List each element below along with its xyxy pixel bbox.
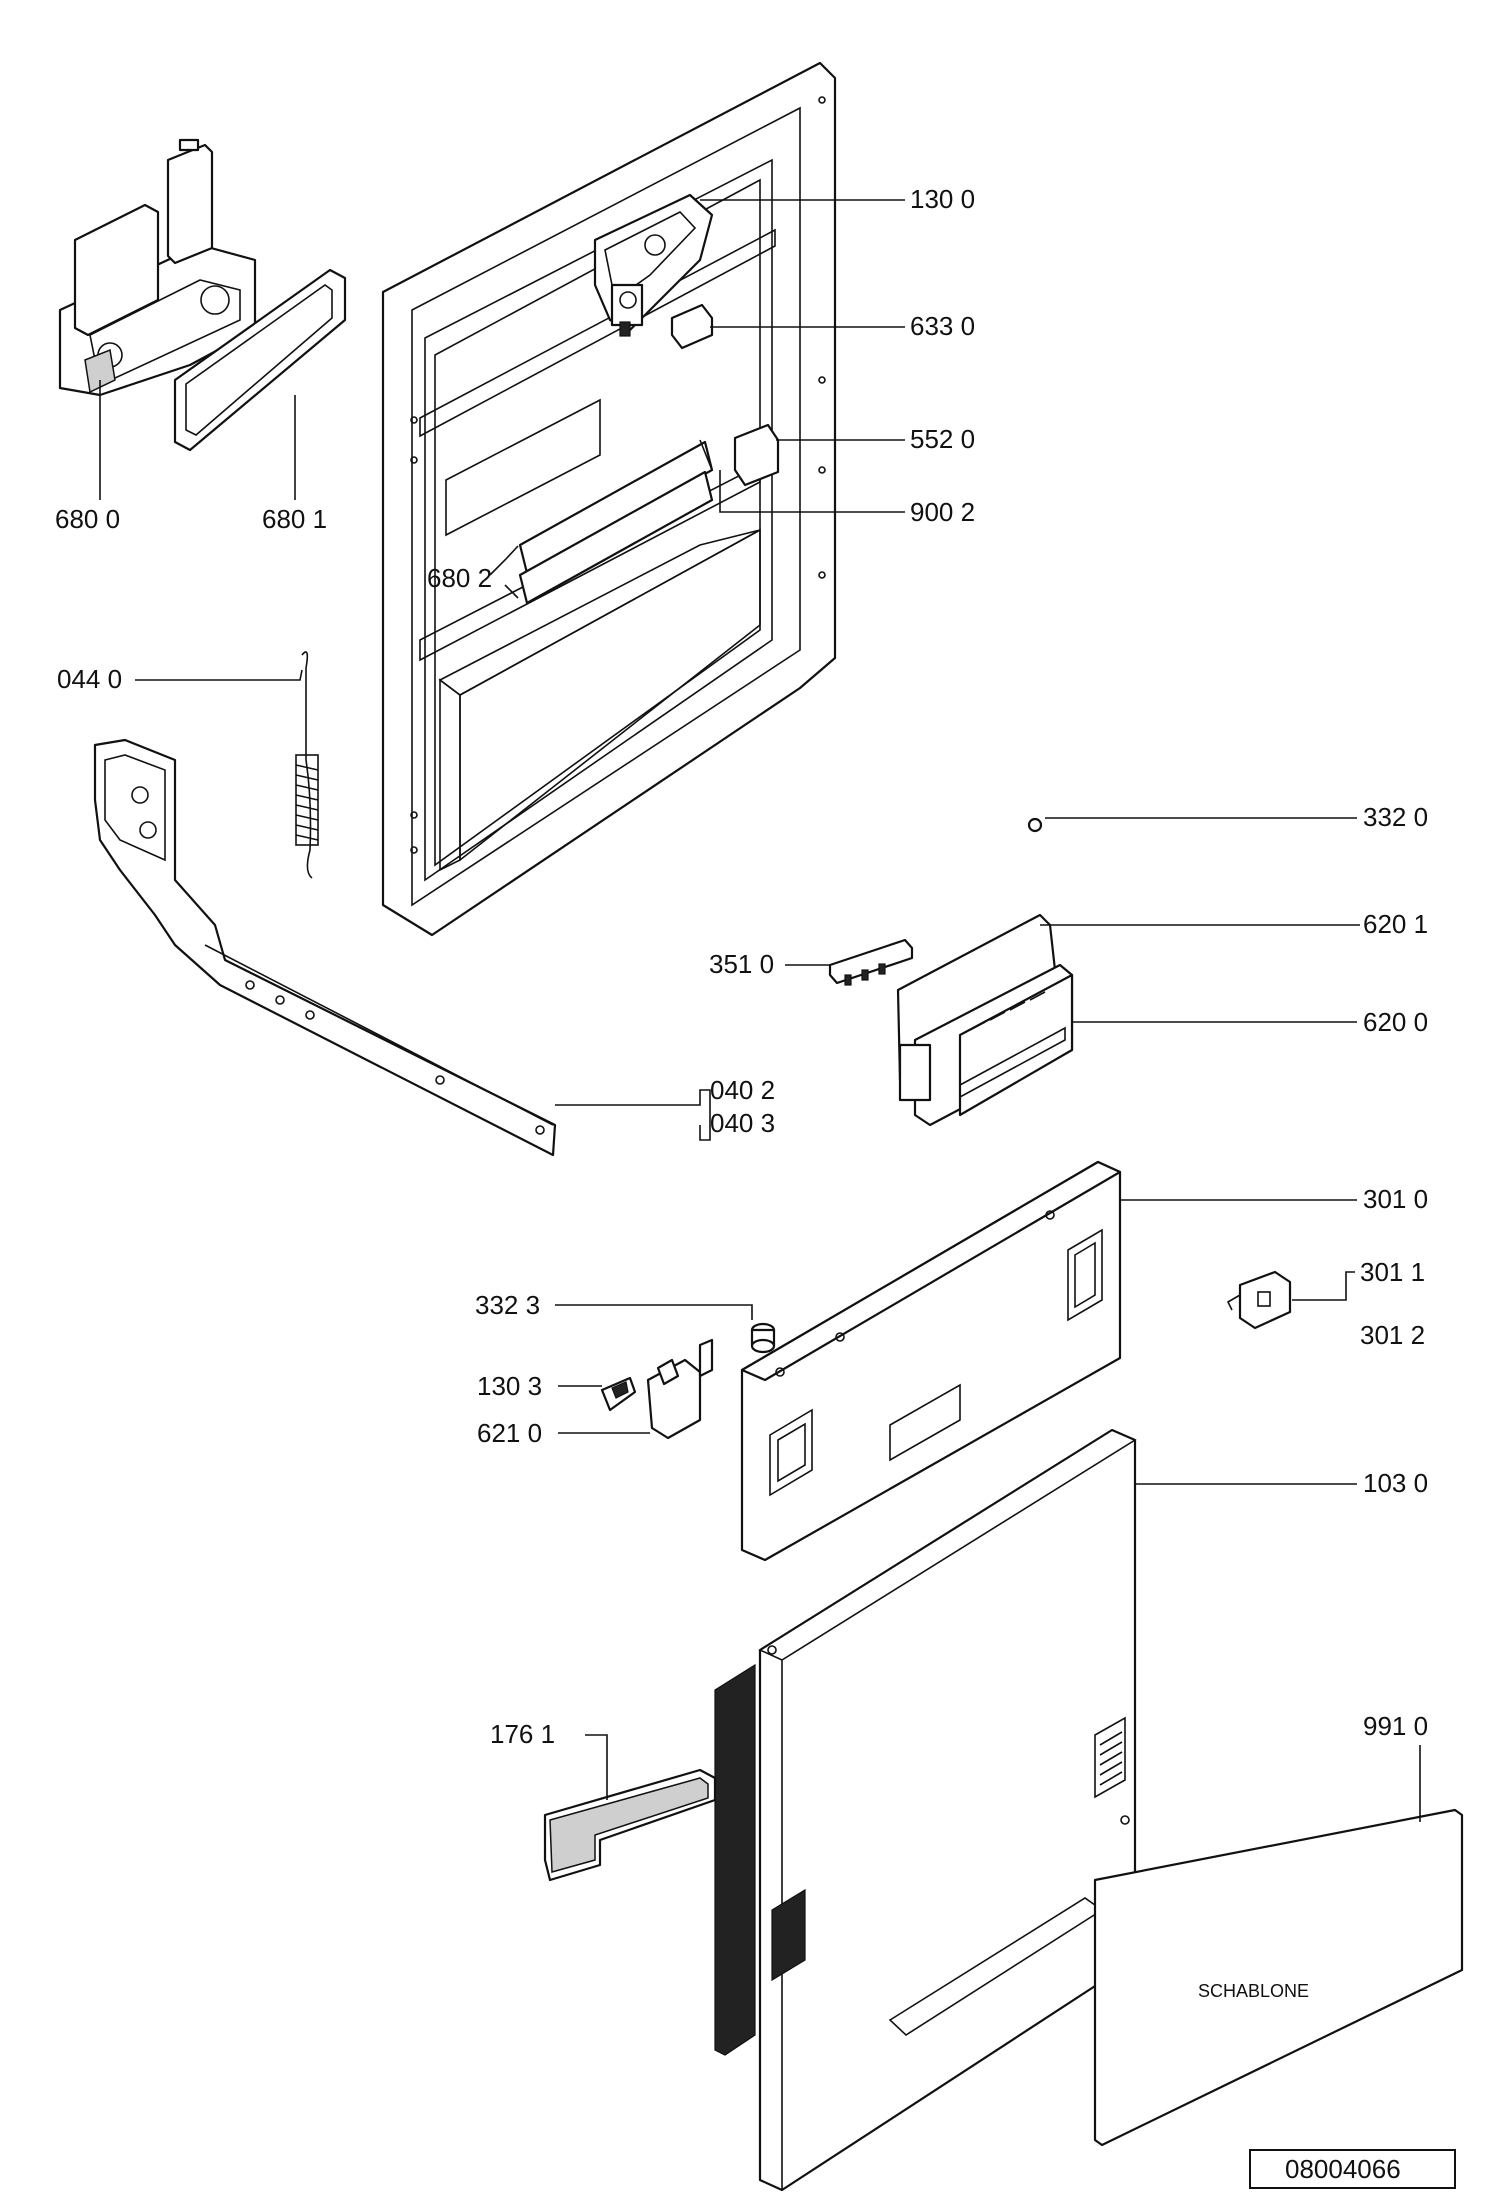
callout-044-0: 044 0 bbox=[57, 664, 122, 694]
bracket-part bbox=[518, 423, 780, 605]
switch-part bbox=[600, 1338, 714, 1440]
gasket-part bbox=[173, 268, 347, 452]
callout-680-1: 680 1 bbox=[262, 504, 327, 534]
callout-040-2: 040 2 bbox=[710, 1075, 775, 1105]
insulation-foam-part bbox=[543, 1768, 717, 1882]
callout-301-0: 301 0 bbox=[1363, 1184, 1428, 1214]
callout-900-2: 900 2 bbox=[910, 497, 975, 527]
control-panel-part bbox=[740, 1160, 1122, 1562]
callout-680-2: 680 2 bbox=[427, 563, 492, 593]
callout-040-3: 040 3 bbox=[710, 1108, 775, 1138]
callout-621-0: 621 0 bbox=[477, 1418, 542, 1448]
spring-part bbox=[295, 651, 319, 879]
callout-130-3: 130 3 bbox=[477, 1371, 542, 1401]
callout-351-0: 351 0 bbox=[709, 949, 774, 979]
outer-door-panel-part bbox=[758, 1428, 1137, 2192]
callout-130-0: 130 0 bbox=[910, 184, 975, 214]
callout-103-0: 103 0 bbox=[1363, 1468, 1428, 1498]
template-sheet-part: SCHABLONE bbox=[1093, 1808, 1464, 2147]
template-sheet-label: SCHABLONE bbox=[1198, 1981, 1309, 2001]
bushing-part bbox=[750, 1322, 776, 1354]
leader-lines bbox=[99, 199, 1421, 1822]
callout-620-1: 620 1 bbox=[1363, 909, 1428, 939]
dispenser-part bbox=[58, 138, 257, 397]
callout-680-0: 680 0 bbox=[55, 504, 120, 534]
callout-991-0: 991 0 bbox=[1363, 1711, 1428, 1741]
callout-552-0: 552 0 bbox=[910, 424, 975, 454]
hinge-part bbox=[93, 738, 557, 1157]
callout-301-1: 301 1 bbox=[1360, 1257, 1425, 1287]
callout-301-2: 301 2 bbox=[1360, 1320, 1425, 1350]
microswitch-part bbox=[670, 303, 714, 350]
seal-strip-part bbox=[714, 1663, 756, 2056]
callout-620-0: 620 0 bbox=[1363, 1007, 1428, 1037]
drawing-number-box: 08004066 bbox=[1249, 2149, 1456, 2189]
control-module-part bbox=[896, 913, 1074, 1127]
panel-bracket-part bbox=[1226, 1270, 1292, 1330]
nut-part bbox=[1027, 817, 1043, 833]
callout-176-1: 176 1 bbox=[490, 1719, 555, 1749]
callout-labels: 130 0 633 0 552 0 900 2 680 0 680 1 680 … bbox=[55, 184, 1428, 1749]
contact-strip-part bbox=[828, 938, 914, 986]
callout-332-3: 332 3 bbox=[475, 1290, 540, 1320]
door-lock-part bbox=[593, 193, 714, 337]
callout-332-0: 332 0 bbox=[1363, 802, 1428, 832]
drawing-number: 08004066 bbox=[1285, 2154, 1401, 2184]
callout-633-0: 633 0 bbox=[910, 311, 975, 341]
